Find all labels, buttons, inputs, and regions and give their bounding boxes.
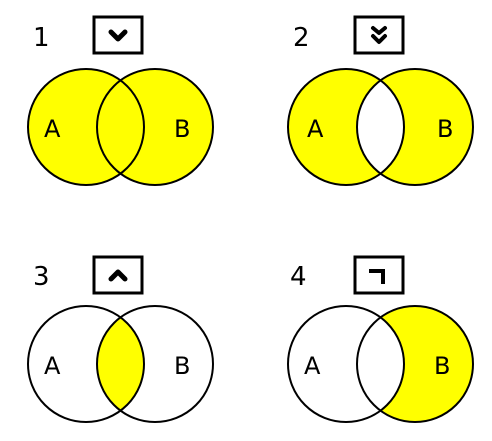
panel-1: 1 A B <box>27 15 214 186</box>
panel-number: 3 <box>33 262 50 292</box>
panel-4: 4 A B <box>287 255 474 423</box>
set-a-circle <box>287 68 405 186</box>
venn-shading <box>28 69 213 185</box>
chevron-up-icon <box>92 255 144 295</box>
panel-number: 4 <box>290 262 307 292</box>
set-a-label: A <box>44 352 61 380</box>
double-chevron-down-icon <box>353 15 405 55</box>
set-b-circle <box>96 68 214 186</box>
set-b-circle <box>356 68 474 186</box>
set-a-circle <box>287 305 405 423</box>
set-a-label: A <box>44 115 61 143</box>
set-b-label: B <box>174 352 190 380</box>
set-b-circle <box>96 305 214 423</box>
set-a-circle <box>27 305 145 423</box>
panel-2: 2 A B <box>287 15 474 186</box>
corner-bracket-icon <box>353 255 405 295</box>
venn-shading <box>288 69 473 185</box>
set-b-label: B <box>437 115 453 143</box>
venn-shading <box>97 306 144 422</box>
venn-shading <box>357 306 473 422</box>
panel-3: 3 A B <box>27 255 214 423</box>
panel-number: 2 <box>293 23 310 53</box>
set-a-label: A <box>304 352 321 380</box>
set-a-circle <box>27 68 145 186</box>
panel-number: 1 <box>33 23 50 53</box>
chevron-down-icon <box>92 15 144 55</box>
set-b-label: B <box>174 115 190 143</box>
set-a-label: A <box>307 115 324 143</box>
set-b-circle <box>356 305 474 423</box>
set-b-label: B <box>434 352 450 380</box>
